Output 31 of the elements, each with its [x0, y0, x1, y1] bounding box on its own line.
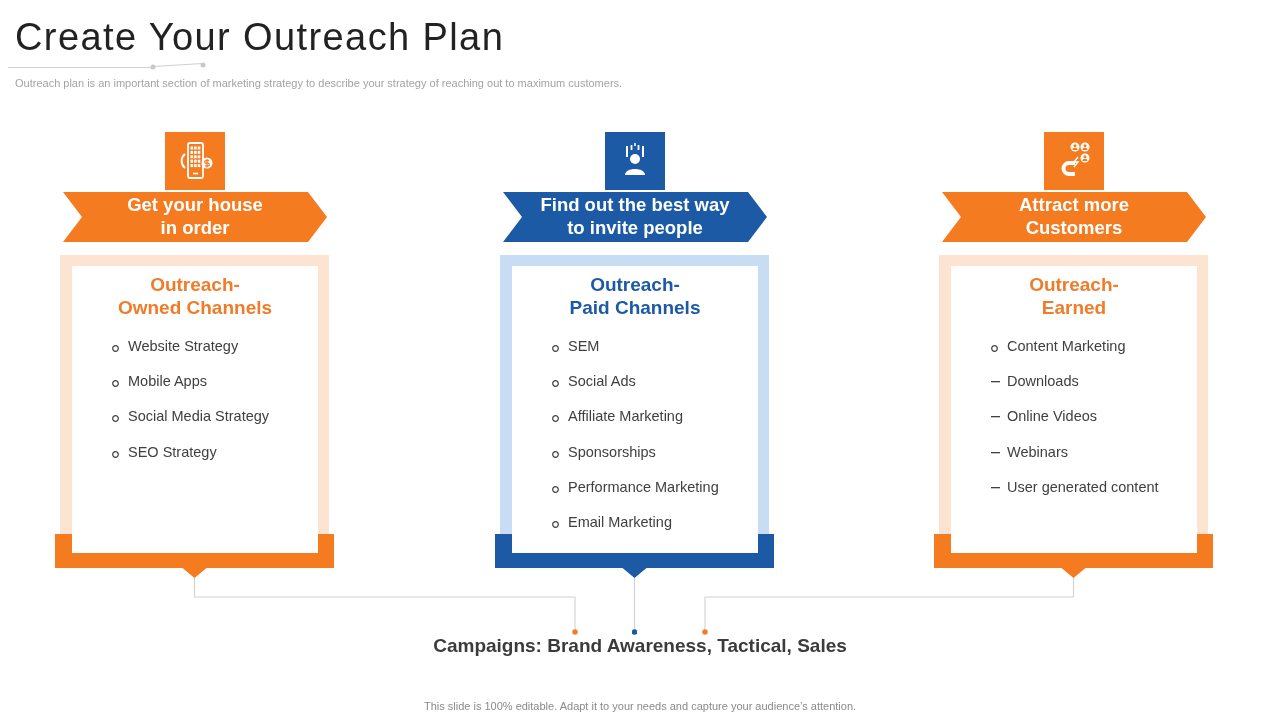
connector-line: [631, 577, 638, 635]
banner-title: Attract more Customers: [1018, 193, 1130, 239]
list-item: Online Videos: [1007, 407, 1098, 427]
list-item: Website Strategy: [128, 337, 239, 356]
list-item: Sponsorships: [568, 442, 656, 462]
list-item: Webinars: [1007, 442, 1068, 462]
connector-line: [193, 577, 578, 635]
list-item: Mobile Apps: [128, 372, 207, 392]
list-item: Affiliate Marketing: [568, 407, 683, 427]
card-heading: Outreach- Earned: [1028, 273, 1120, 319]
card-heading: Outreach- Owned Channels: [117, 273, 273, 319]
list-item: Performance Marketing: [568, 477, 719, 497]
banner-title: Get your house in order: [126, 193, 264, 239]
list-item: Content Marketing: [1007, 337, 1126, 356]
card-heading: Outreach- Paid Channels: [568, 273, 702, 319]
list-item: Social Ads: [568, 372, 636, 392]
campaign-heading: Campaigns: Brand Awareness, Tactical, Sales: [433, 632, 847, 660]
footer-note: This slide is 100% editable. Adapt it to your needs and capture your audience’s attention.: [423, 699, 857, 713]
list-item: SEM: [568, 337, 600, 356]
ribbon-banner: [63, 192, 327, 242]
list-item: User generated content: [1007, 477, 1159, 497]
ribbon-banner: [503, 192, 767, 242]
ribbon-banner: [942, 192, 1206, 242]
list-item: Downloads: [1007, 372, 1079, 392]
connector-line: [702, 577, 1075, 635]
subtitle-text: Outreach plan is an important section of marketing strategy to describe your strategy of reaching out to maximum customers.: [15, 76, 623, 90]
list-item: SEO Strategy: [128, 442, 217, 462]
list-item: Social Media Strategy: [128, 407, 270, 427]
banner-title: Find out the best way to invite people: [539, 193, 731, 239]
list-item: Email Marketing: [568, 513, 672, 532]
slide-title: Create Your Outreach Plan: [15, 15, 505, 60]
